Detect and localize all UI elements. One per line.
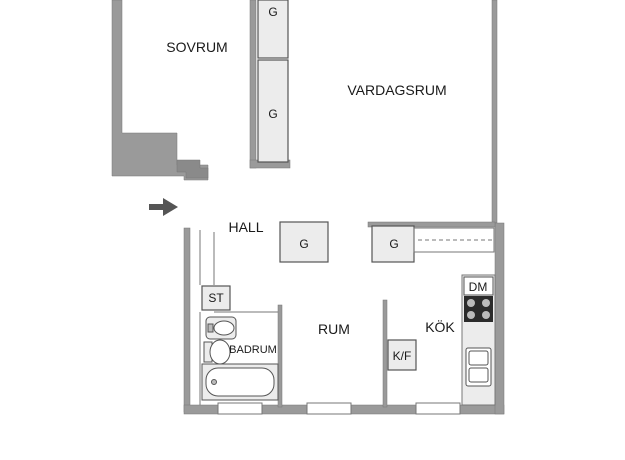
dishwasher — [463, 276, 494, 296]
room-label-bedroom: SOVRUM — [166, 39, 227, 55]
room-label-room: RUM — [318, 321, 350, 337]
washbasin — [205, 316, 237, 340]
washbasin-bowl — [213, 320, 235, 336]
wardrobe-kitchen — [371, 225, 415, 263]
toilet — [203, 339, 231, 365]
bathtub-basin — [205, 367, 275, 397]
interior-wall-bath-room — [277, 304, 283, 408]
wardrobes — [257, 0, 415, 263]
interior-wall-room-kitchen — [382, 299, 388, 408]
window-bath — [217, 402, 263, 415]
burner-2 — [482, 299, 490, 307]
exterior-wall-right-top — [491, 0, 498, 224]
wardrobe-label-top: G — [268, 5, 277, 19]
window-kitchen — [415, 402, 461, 415]
wardrobe-label-kitchen: G — [389, 237, 398, 251]
kitchen-counter — [413, 227, 495, 253]
burner-4 — [482, 311, 490, 319]
burner-1 — [467, 299, 475, 307]
stove — [464, 296, 493, 322]
exterior-wall-left-top — [111, 0, 209, 181]
wardrobe-label-middle: G — [268, 107, 277, 121]
window-room — [306, 402, 352, 415]
interior-wall-kitchen-top — [367, 221, 496, 228]
arrow-right-icon — [149, 198, 178, 216]
wardrobe-hall — [279, 221, 329, 263]
toilet-bowl — [209, 339, 231, 365]
fridge-freezer-label: K/F — [393, 349, 412, 363]
stove-body — [464, 296, 493, 322]
windows — [217, 402, 461, 415]
dishwasher-label: DM — [469, 280, 488, 294]
bathtub-drain — [211, 379, 217, 385]
sink-basin-1 — [468, 350, 489, 366]
burner-3 — [467, 311, 475, 319]
washbasin-tap — [207, 323, 214, 333]
room-label-bathroom: BADRUM — [229, 344, 277, 356]
bathtub — [201, 363, 279, 401]
laundry-label: ST — [208, 291, 224, 305]
room-label-kitchen: KÖK — [425, 318, 455, 335]
exterior-wall-corner — [176, 159, 209, 179]
room-label-hall: HALL — [228, 219, 263, 235]
wardrobe-top — [257, 0, 289, 59]
interior-wall-bedroom-living — [249, 0, 257, 169]
fridge-freezer — [387, 339, 417, 371]
room-label-living: VARDAGSRUM — [347, 82, 446, 98]
exterior-wall-right-bottom — [494, 222, 505, 415]
wardrobe-label-hall: G — [299, 237, 308, 251]
kitchen-sink — [465, 347, 492, 387]
wardrobe-middle — [257, 59, 289, 163]
bath-walls — [199, 230, 278, 405]
exterior-wall-left — [183, 227, 191, 413]
sink-basin-2 — [468, 367, 489, 383]
laundry — [201, 285, 231, 311]
counter-top — [413, 227, 495, 253]
